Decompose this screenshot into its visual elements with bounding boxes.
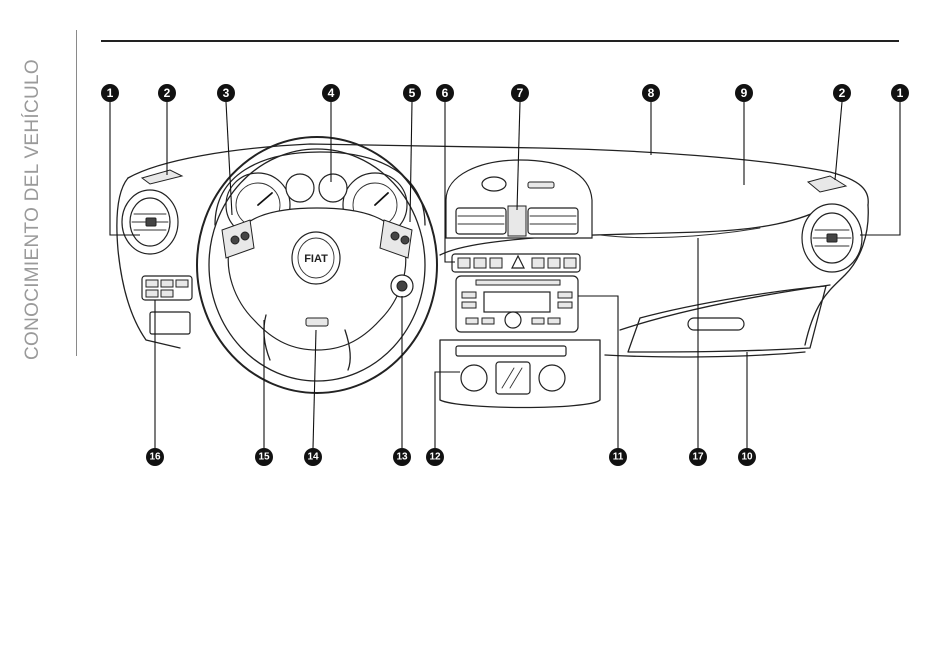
center-switch-row [452, 254, 580, 272]
svg-text:4: 4 [328, 86, 335, 100]
svg-text:12: 12 [429, 452, 441, 463]
left-switch-panel [142, 276, 192, 334]
callouts-bottom: 16 15 14 13 12 11 17 10 [146, 448, 756, 466]
svg-text:2: 2 [839, 86, 846, 100]
callout-7: 7 [511, 84, 529, 102]
callout-13: 13 [393, 448, 411, 466]
callout-14: 14 [304, 448, 322, 466]
callout-2-right: 2 [833, 84, 851, 102]
svg-text:13: 13 [396, 452, 408, 463]
callout-15: 15 [255, 448, 273, 466]
callout-9: 9 [735, 84, 753, 102]
svg-text:9: 9 [741, 86, 748, 100]
callout-12: 12 [426, 448, 444, 466]
svg-text:17: 17 [692, 452, 704, 463]
callout-16: 16 [146, 448, 164, 466]
callout-17: 17 [689, 448, 707, 466]
steering-wheel: FIAT [197, 137, 437, 393]
svg-text:1: 1 [897, 86, 904, 100]
ignition-switch [391, 275, 413, 297]
svg-text:3: 3 [223, 86, 230, 100]
svg-text:1: 1 [107, 86, 114, 100]
svg-text:6: 6 [442, 86, 449, 100]
svg-text:15: 15 [258, 452, 270, 463]
left-air-vent [122, 190, 178, 254]
callout-11: 11 [609, 448, 627, 466]
callouts-top: 1 2 3 4 5 6 7 8 9 [101, 84, 909, 102]
climate-control [440, 340, 600, 408]
svg-text:14: 14 [307, 452, 319, 463]
callout-2-left: 2 [158, 84, 176, 102]
svg-text:10: 10 [741, 452, 753, 463]
callout-1-left: 1 [101, 84, 119, 102]
callout-1-right: 1 [891, 84, 909, 102]
fiat-logo: FIAT [304, 253, 328, 265]
callout-10: 10 [738, 448, 756, 466]
svg-text:5: 5 [409, 86, 416, 100]
svg-text:11: 11 [613, 452, 624, 463]
callout-leaders [110, 102, 900, 448]
radio-unit [456, 276, 578, 332]
svg-text:2: 2 [164, 86, 171, 100]
right-air-vent [802, 204, 862, 272]
callout-8: 8 [642, 84, 660, 102]
callout-3: 3 [217, 84, 235, 102]
callout-6: 6 [436, 84, 454, 102]
svg-text:8: 8 [648, 86, 655, 100]
svg-text:16: 16 [149, 452, 161, 463]
callout-5: 5 [403, 84, 421, 102]
callout-4: 4 [322, 84, 340, 102]
center-air-vents [446, 160, 592, 238]
svg-text:7: 7 [517, 86, 524, 100]
